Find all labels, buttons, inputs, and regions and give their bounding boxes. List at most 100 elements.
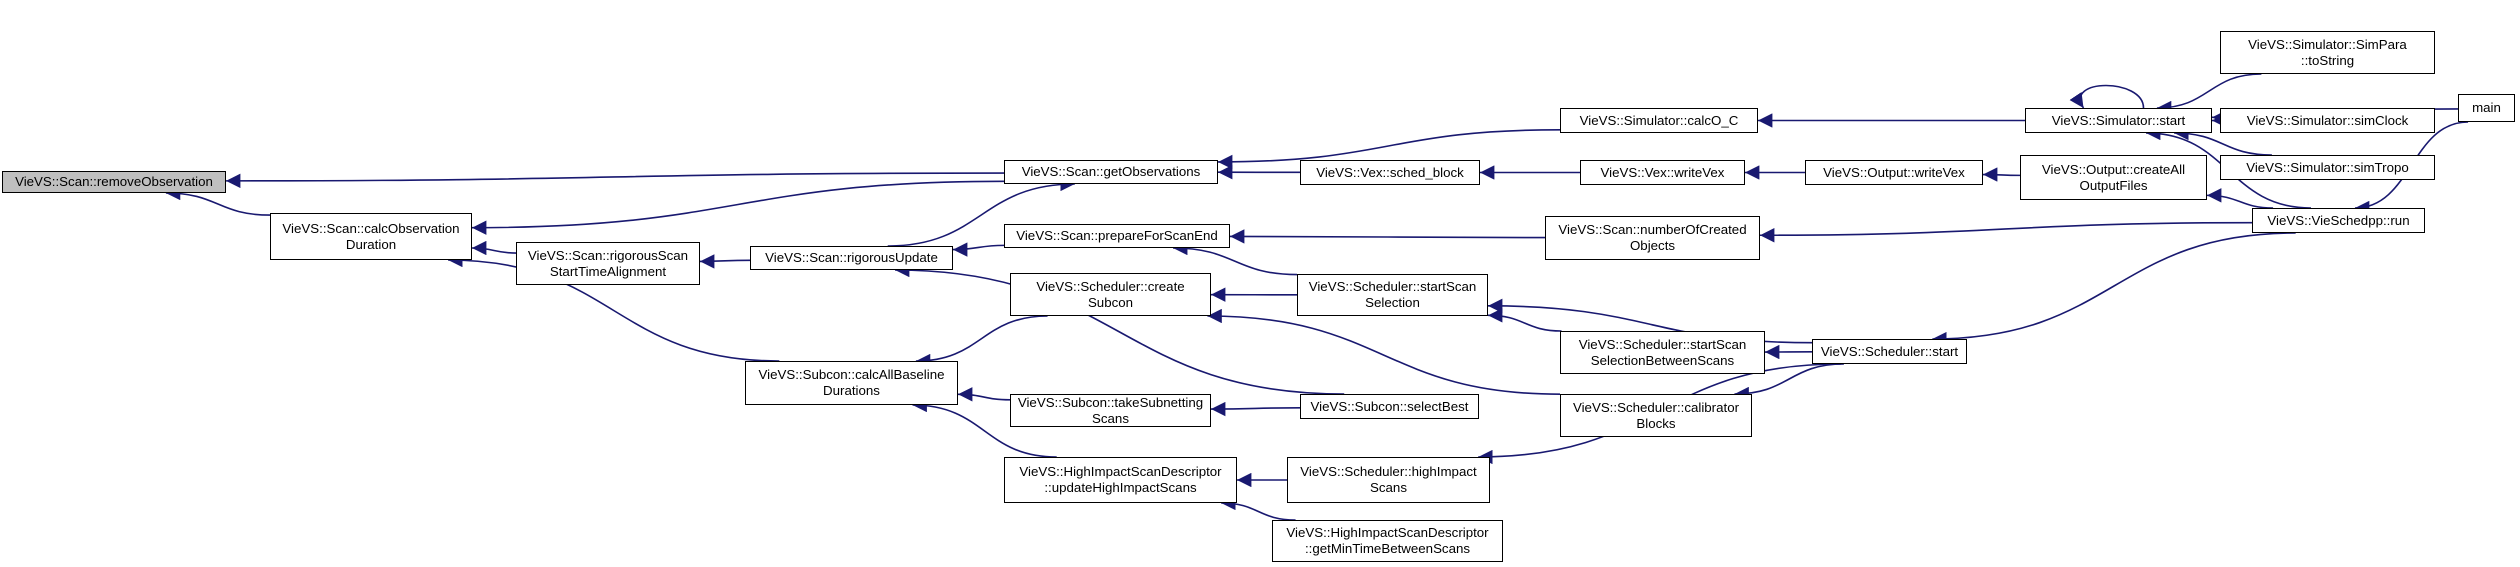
node-label-line: VieVS::Vex::writeVex — [1600, 164, 1725, 180]
node-label-line: Blocks — [1636, 415, 1676, 431]
node-simStart[interactable]: VieVS::Simulator::start — [2025, 108, 2212, 133]
node-label-line: VieVS::HighImpactScanDescriptor — [1286, 525, 1489, 540]
node-updHighImpact[interactable]: VieVS::HighImpactScanDescriptor::updateH… — [1004, 457, 1237, 503]
node-label-line: VieVS::Scan::removeObservation — [15, 174, 213, 189]
call-edge — [1932, 232, 2296, 347]
node-label-line: VieVS::Simulator::simTropo — [2246, 159, 2409, 175]
node-label-line: Objects — [1629, 238, 1676, 253]
node-getMinTime[interactable]: VieVS::HighImpactScanDescriptor::getMinT… — [1272, 520, 1503, 562]
node-simParaToString[interactable]: VieVS::Simulator::SimPara::toString — [2220, 31, 2435, 74]
node-label-line: StartTimeAlignment — [549, 263, 667, 279]
call-edge — [1229, 229, 1546, 244]
node-label-line: Durations — [823, 383, 880, 398]
node-simTropo[interactable]: VieVS::Simulator::simTropo — [2220, 155, 2435, 180]
node-removeObs: VieVS::Scan::removeObservation — [2, 171, 226, 193]
call-edge — [225, 172, 1005, 189]
call-edge — [887, 176, 1075, 247]
node-label-line: ::getMinTimeBetweenScans — [1304, 541, 1471, 556]
node-label-line: main — [2472, 100, 2501, 115]
call-edge — [2069, 84, 2145, 109]
call-edge — [894, 262, 1345, 395]
node-label-line: VieVS::Scheduler::calibrator — [1572, 399, 1740, 415]
node-schedBlock[interactable]: VieVS::Vex::sched_block — [1300, 160, 1480, 185]
node-schedStart[interactable]: VieVS::Scheduler::start — [1812, 339, 1967, 364]
node-label-line: VieVS::Scheduler::create — [1036, 278, 1185, 294]
node-label-line: VieVS::Subcon::takeSubnetting — [1017, 394, 1204, 410]
node-writeVex[interactable]: VieVS::Vex::writeVex — [1580, 160, 1745, 185]
node-label-line: Selection — [1365, 295, 1420, 310]
node-simClock[interactable]: VieVS::Simulator::simClock — [2220, 108, 2435, 133]
node-label-line: Duration — [345, 236, 397, 252]
call-edge — [471, 180, 1005, 235]
call-edge — [1487, 308, 1562, 332]
call-edge — [2206, 188, 2274, 209]
node-label-line: VieVS::Scheduler::highImpact — [1300, 464, 1477, 479]
node-label-line: VieVS::Subcon::selectBest — [1310, 398, 1469, 414]
call-edge — [1734, 363, 1844, 402]
node-label-line: VieVS::Simulator::calcO_C — [1579, 112, 1739, 128]
node-label-line: VieVS::Scan::getObservations — [1021, 164, 1201, 179]
node-outWriteVex[interactable]: VieVS::Output::writeVex — [1805, 160, 1983, 185]
node-selectBest[interactable]: VieVS::Subcon::selectBest — [1300, 394, 1479, 419]
call-edge — [2174, 125, 2272, 156]
node-label-line: ::toString — [2300, 52, 2355, 68]
node-getObs[interactable]: VieVS::Scan::getObservations — [1004, 160, 1218, 184]
node-main[interactable]: main — [2458, 94, 2515, 122]
node-label-line: VieVS::Simulator::start — [2051, 112, 2186, 128]
call-edge — [957, 387, 1011, 402]
node-label-line: VieVS::Output::writeVex — [1823, 164, 1965, 180]
node-label-line: Scans — [1370, 480, 1407, 495]
node-label-line: VieVS::Vex::sched_block — [1316, 164, 1464, 180]
node-calcOC[interactable]: VieVS::Simulator::calcO_C — [1560, 108, 1758, 133]
node-label-line: SelectionBetweenScans — [1590, 352, 1735, 368]
call-edge — [915, 315, 1048, 369]
call-edge — [448, 252, 780, 362]
call-edge — [1221, 495, 1296, 521]
node-label-line: VieVS::Scheduler::start — [1820, 343, 1959, 359]
node-label-line: VieVS::Scan::numberOfCreated — [1558, 222, 1747, 237]
node-label-line: ::updateHighImpactScans — [1044, 480, 1197, 495]
call-edge — [165, 185, 271, 216]
node-label-line: VieVS::Scan::calcObservation — [282, 220, 460, 236]
call-edge — [1210, 401, 1301, 417]
node-label-line: VieVS::Scan::rigorousUpdate — [765, 250, 938, 265]
call-edge — [699, 254, 751, 269]
node-vieSchedRun[interactable]: VieVS::VieSchedpp::run — [2252, 208, 2425, 233]
call-edge — [912, 397, 1057, 458]
call-edge — [1207, 308, 1561, 396]
call-edge — [471, 240, 517, 256]
node-label-line: VieVS::Simulator::simClock — [2246, 112, 2409, 128]
node-label-line: VieVS::Simulator::SimPara — [2248, 36, 2407, 52]
node-label-line: VieVS::VieSchedpp::run — [2267, 212, 2410, 228]
call-edge — [1982, 167, 2021, 182]
node-prepScanEnd[interactable]: VieVS::Scan::prepareForScanEnd — [1004, 224, 1230, 248]
call-edge — [1217, 129, 1561, 170]
node-label-line: VieVS::Scheduler::startScan — [1308, 279, 1477, 294]
node-label-line: OutputFiles — [2079, 177, 2148, 193]
node-label-line: Subcon — [1087, 294, 1134, 310]
node-label-line: VieVS::Output::createAll — [2041, 161, 2186, 177]
node-label-line: VieVS::Subcon::calcAllBaseline — [758, 367, 945, 382]
node-rigUpdate[interactable]: VieVS::Scan::rigorousUpdate — [750, 246, 953, 270]
node-label-line: VieVS::HighImpactScanDescriptor — [1019, 464, 1222, 479]
call-edge — [2156, 73, 2262, 116]
node-label-line: VieVS::Scheduler::startScan — [1578, 336, 1747, 352]
call-edge — [1173, 240, 1298, 276]
call-edge — [952, 242, 1005, 257]
node-label-line: Scans — [1092, 410, 1129, 426]
call-edge — [1759, 221, 2253, 243]
node-label-line: VieVS::Scan::rigorousScan — [527, 247, 689, 263]
